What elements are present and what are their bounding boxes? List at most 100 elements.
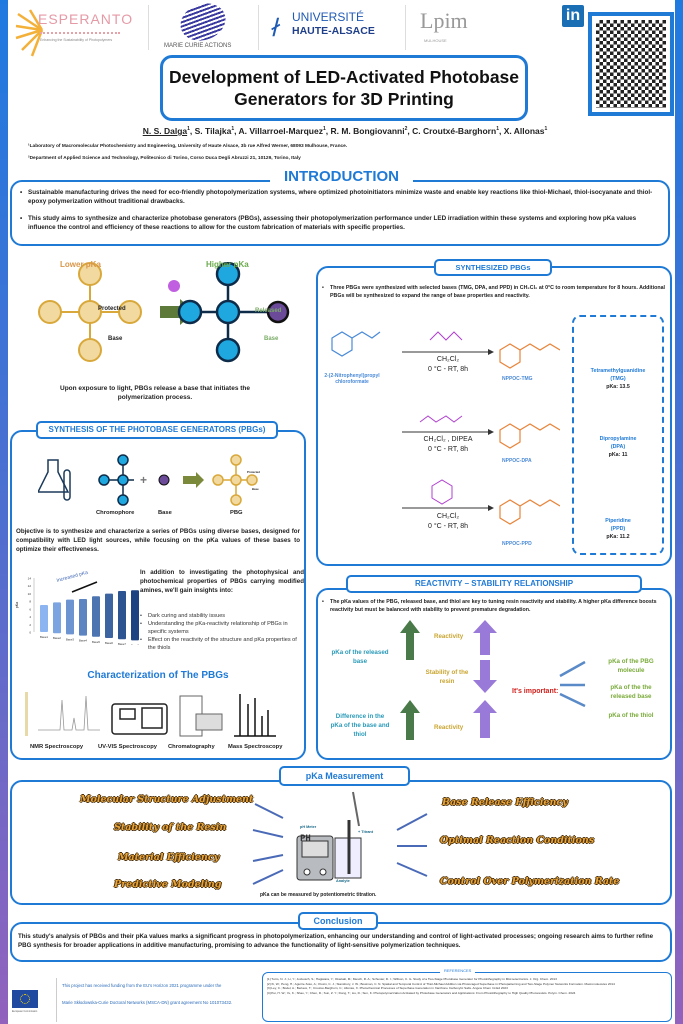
- up-arrow-icon: [473, 700, 497, 738]
- reactivity-label: Reactivity: [434, 724, 464, 731]
- linkedin-icon[interactable]: in: [562, 5, 584, 27]
- references-list: [1] Turro, N. J.; Li, Y.; Jockusch, S.; …: [263, 973, 671, 995]
- chromophore-node: [215, 262, 241, 287]
- up-arrow-icon: [473, 620, 497, 655]
- nmr-icon: [25, 692, 100, 736]
- title-line1: Development of LED-Activated Photobase: [168, 67, 520, 87]
- pbg-label: PBG: [230, 510, 243, 516]
- up-arrow-icon: [400, 700, 420, 740]
- uha-emblem: ∤: [270, 16, 279, 36]
- y-tick-label: 14: [28, 577, 32, 581]
- pka-benefit: Base Release Efficiency: [442, 797, 568, 808]
- bar: [79, 598, 87, 636]
- important-label: It's important:: [512, 688, 559, 695]
- reference-item: [3] Ley, C.; Bodel, A.; Beriaux, T.; Cro…: [267, 986, 508, 991]
- author-aff: 1: [187, 126, 190, 132]
- divider: [56, 978, 57, 1022]
- base-name: Piperidine: [605, 518, 631, 524]
- y-tick-label: 4: [29, 615, 31, 619]
- insight-intro: In addition to investigating the photoph…: [140, 569, 304, 594]
- up-arrow-icon: [400, 620, 420, 660]
- pka-benefit: Stability of the Resin: [114, 822, 227, 833]
- reference-item: [4] Pei, H. W.; Ye, K.; Shao, Y.; Chen, …: [267, 990, 576, 995]
- pbg-base-label: Base: [252, 487, 259, 491]
- technique-label: UV-VIS Spectroscopy: [98, 744, 157, 750]
- pka-caption: pKa can be measured by potentiometric ti…: [260, 892, 377, 898]
- funding-text: Marie Skłodowska-Curie Doctoral Networks…: [62, 1000, 233, 1005]
- pka-benefit: Predictive Modeling: [114, 879, 222, 890]
- base-icon: [158, 474, 170, 486]
- uha-line2: HAUTE-ALSACE: [292, 25, 375, 37]
- y-tick-label: 2: [29, 623, 31, 627]
- references-box: [1] Turro, N. J.; Li, Y.; Jockusch, S.; …: [262, 972, 672, 1022]
- direction-arrows: [252, 803, 428, 885]
- plus-icon: +: [140, 473, 147, 487]
- lower-pka-label: Lower pKa: [60, 260, 101, 269]
- intro-bullet: Sustainable manufacturing drives the nee…: [20, 188, 656, 206]
- chromophore-node: [177, 299, 203, 325]
- author-aff: 1: [544, 126, 548, 132]
- divider: [148, 5, 149, 50]
- synthesized-bullet: Three PBGs were synthesized with selecte…: [322, 284, 667, 300]
- product-structures: [499, 343, 560, 525]
- bar: [105, 593, 113, 638]
- intro-bullets: Sustainable manufacturing drives the nee…: [12, 182, 668, 232]
- reactivity-heading: REACTIVITY – STABILITY RELATIONSHIP: [346, 575, 642, 593]
- introduction-box: Sustainable manufacturing drives the nee…: [10, 180, 670, 246]
- author: R. M. Bongiovanni: [330, 125, 405, 136]
- y-tick-label: 8: [29, 600, 31, 604]
- marie-curie-logo: MARIE CURIE ACTIONS: [160, 0, 250, 52]
- sun-icon: [15, 9, 44, 57]
- y-tick-label: 10: [28, 592, 32, 596]
- author-aff: 2: [404, 126, 408, 132]
- reaction-scheme: [331, 331, 560, 525]
- annotation-label: Increased pKa: [56, 570, 89, 584]
- lpim-sub: MULHOUSE: [424, 38, 447, 43]
- reagent-label: 2-(2-Nitrophenyl)propyl chloroformate: [324, 373, 380, 385]
- bases-panel: Tetramethylguanidine(TMG)pKa: 13.5 Dipro…: [572, 315, 664, 555]
- y-axis-label: pKa: [15, 602, 19, 608]
- mechanism-diagram: [38, 262, 290, 363]
- x-tick-label: Base6: [105, 641, 113, 645]
- pka-difference: Difference in the pKa of the base and th…: [330, 713, 390, 738]
- base-pka: pKa: 11: [608, 452, 628, 458]
- reaction-arrow: [402, 351, 488, 509]
- bullet-text: The pKa values of the PBG, released base…: [322, 598, 667, 614]
- qr-code[interactable]: [588, 12, 674, 116]
- protected-node: [118, 300, 142, 324]
- down-arrow-icon: [473, 660, 497, 693]
- solvent: CH₂Cl₂ , DIPEA: [423, 436, 473, 443]
- objective-text: Objective is to synthesize and character…: [16, 528, 300, 553]
- reactivity-bullet: The pKa values of the PBG, released base…: [322, 598, 667, 614]
- insight-item: Dark curing and stability issues: [140, 612, 302, 620]
- chromophore-node: [215, 299, 241, 325]
- reference-item: [1] Turro, N. J.; Li, Y.; Jockusch, S.; …: [267, 977, 557, 981]
- reactivity-label: Reactivity: [434, 633, 464, 640]
- base-abbr: (PPD): [610, 526, 626, 532]
- condition: 0 °C - RT, 8h: [427, 366, 469, 373]
- pka-benefit: Material Efficiency: [118, 852, 220, 863]
- product-label: NPPOC-DPA: [502, 458, 532, 464]
- x-tick-label: Base7: [118, 642, 126, 645]
- author: C. Croutxé-Barghorn: [412, 125, 497, 136]
- esperanto-logo: ESPERANTO Enhancing the Sustainability o…: [14, 8, 144, 58]
- author: S. Tilajka: [194, 125, 232, 136]
- insight-list: Dark curing and stability issues Underst…: [140, 612, 302, 652]
- affiliation-2: ²Department of Applied Science and Techn…: [28, 156, 301, 161]
- x-tick-label: Base1: [40, 635, 48, 639]
- titration-diagram: [252, 791, 428, 885]
- pka-benefit: Molecular Structure Adjustment: [80, 794, 254, 805]
- title-line2: Generators for 3D Printing: [234, 89, 454, 109]
- higher-pka-label: Higher pKa: [206, 260, 249, 269]
- author: N. S. Dalga: [142, 125, 188, 136]
- protected-node: [78, 300, 102, 324]
- pka-heading: pKa Measurement: [279, 766, 410, 786]
- arrow-icon: [183, 472, 204, 488]
- important-item: pKa of the PBG molecule: [608, 658, 654, 674]
- bar: [53, 602, 61, 634]
- insight-item: Understanding the pKa-reactivity relatio…: [140, 620, 302, 636]
- eu-stars: [20, 994, 30, 1004]
- product-label: NPPOC-TMG: [502, 376, 533, 382]
- synthesis-scheme: +: [38, 454, 258, 506]
- x-tick-label: Base4: [79, 639, 87, 643]
